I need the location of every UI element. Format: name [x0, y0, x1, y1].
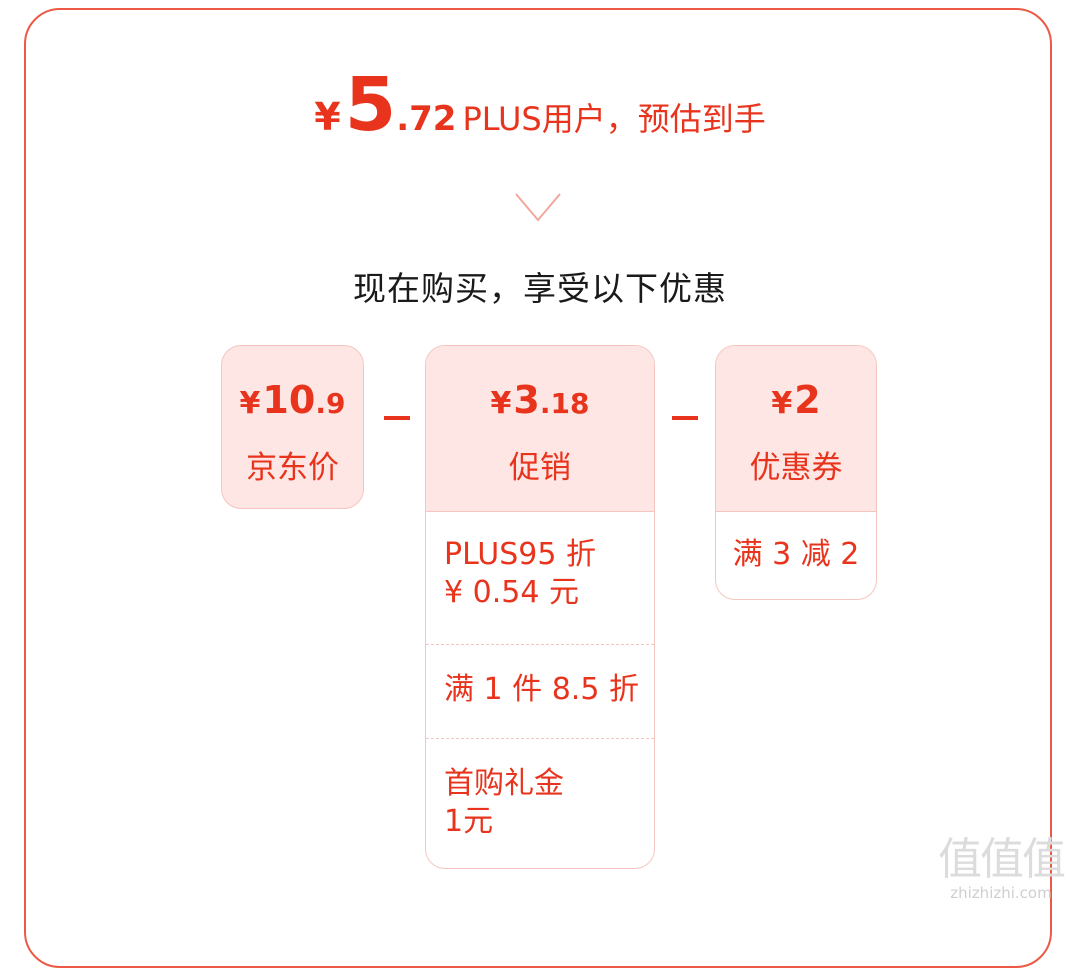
amount-integer: 2: [794, 378, 821, 422]
divider-arrow: [40, 193, 1040, 222]
price-caption: PLUS用户，预估到手: [462, 100, 766, 138]
coupon-item-threshold: 满 3 减 2: [716, 512, 876, 574]
coupon-label: 优惠券: [749, 450, 843, 486]
coupon-box: ¥ 2 优惠券 满 3 减 2: [715, 345, 877, 600]
promotion-item-plus-discount: PLUS95 折 ¥ 0.54 元: [426, 512, 654, 644]
watermark-glyphs: 值值值: [938, 834, 1066, 885]
promotion-amount: ¥ 3 .18: [426, 346, 654, 438]
promotion-header: ¥ 3 .18 促销: [426, 346, 654, 512]
coupon-amount: ¥ 2: [716, 346, 876, 438]
minus-operator: [384, 416, 410, 420]
currency-symbol: ¥: [314, 95, 341, 139]
promotion-item-multi-buy: 满 1 件 8.5 折: [426, 644, 654, 738]
price-integer: 5: [344, 62, 397, 148]
amount-decimal: .18: [539, 387, 590, 420]
item-line: 首购礼金: [444, 766, 564, 801]
item-line: 1元: [444, 804, 494, 839]
jd-price-amount: ¥ 10 .9: [222, 346, 363, 438]
currency-symbol: ¥: [239, 386, 261, 421]
amount-integer: 3: [513, 378, 540, 422]
item-line: 满 1 件 8.5 折: [444, 672, 639, 707]
minus-operator: [672, 416, 698, 420]
benefits-subtitle: 现在购买，享受以下优惠: [353, 269, 727, 308]
item-line: ¥ 0.54 元: [444, 575, 579, 610]
currency-symbol: ¥: [771, 386, 793, 421]
jd-price-box: ¥ 10 .9 京东价: [221, 345, 364, 509]
estimated-price-headline: ¥ 5 .72 PLUS用户，预估到手: [0, 68, 1080, 158]
promotion-item-first-purchase: 首购礼金 1元: [426, 738, 654, 868]
item-line: PLUS95 折: [444, 537, 597, 572]
jd-price-label: 京东价: [246, 450, 339, 486]
coupon-header: ¥ 2 优惠券: [716, 346, 876, 512]
site-watermark: 值值值 zhizhizhi.com: [926, 836, 1076, 916]
amount-decimal: .9: [315, 387, 346, 420]
promotion-label: 促销: [509, 450, 571, 486]
item-line: 满 3 减 2: [732, 537, 860, 572]
price-decimal: .72: [396, 99, 457, 139]
promotion-box: ¥ 3 .18 促销 PLUS95 折 ¥ 0.54 元 满 1 件 8.5 折…: [425, 345, 655, 869]
amount-integer: 10: [262, 378, 316, 422]
currency-symbol: ¥: [490, 386, 512, 421]
watermark-domain: zhizhizhi.com: [950, 884, 1052, 902]
